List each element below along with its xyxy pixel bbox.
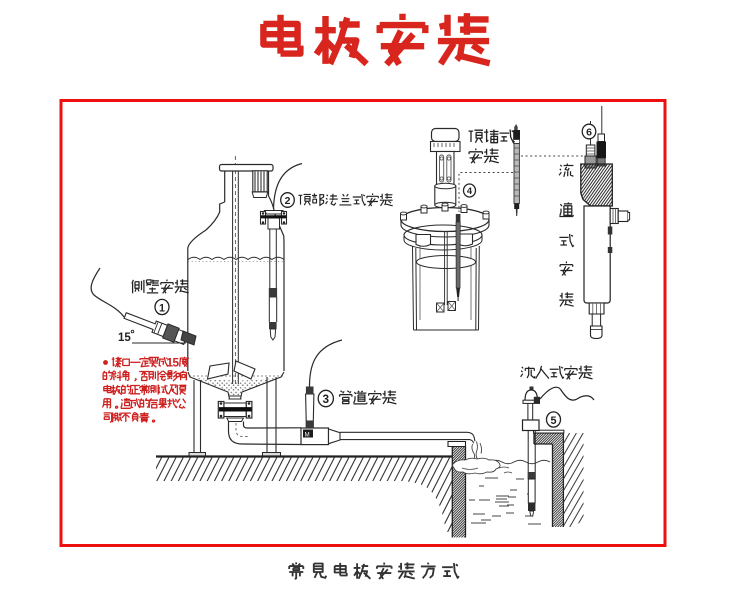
svg-text:6: 6 xyxy=(586,127,592,139)
svg-text:5: 5 xyxy=(173,356,180,370)
svg-text:3: 3 xyxy=(323,392,330,406)
svg-text:5: 5 xyxy=(550,415,556,427)
svg-text:1: 1 xyxy=(167,356,174,370)
svg-text:M: M xyxy=(305,432,310,438)
svg-text:2: 2 xyxy=(285,195,291,207)
svg-text:1: 1 xyxy=(159,302,165,314)
svg-text:15: 15 xyxy=(118,332,131,344)
svg-text:4: 4 xyxy=(467,186,473,196)
